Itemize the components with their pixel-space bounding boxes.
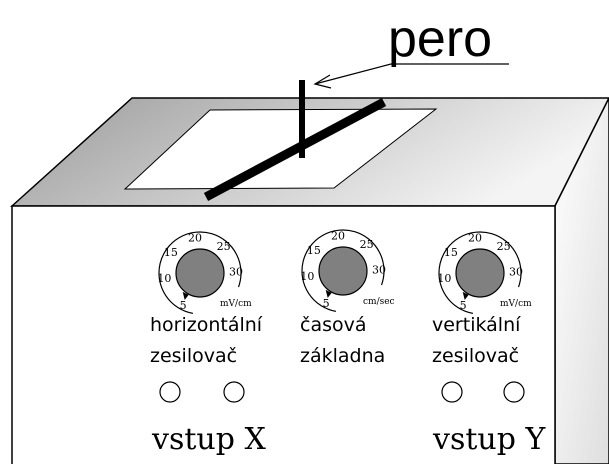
dial-tick-label: 5: [180, 299, 187, 312]
knob-pointer-icon: [462, 291, 469, 300]
control-label-line-2: základna: [300, 345, 385, 367]
dial-tick-label: 30: [229, 266, 243, 279]
pen-arm: [203, 98, 387, 201]
knob-3: 5 10 15 20 25 30 mV/cm vertikální zesilovač: [432, 231, 532, 367]
input-y-label: vstup Y: [432, 422, 546, 457]
pen-label-leader-arrow-shaft: [314, 63, 392, 85]
control-label-line-1: vertikální: [432, 314, 521, 336]
dial-tick-label: 20: [331, 229, 345, 242]
control-label-line-2: zesilovač: [150, 345, 237, 367]
dial-tick-label: 5: [460, 299, 467, 312]
dial-tick-label: 15: [444, 246, 458, 259]
knob-dial[interactable]: [455, 248, 505, 298]
dial-tick-label: 10: [300, 270, 314, 283]
input-y-jack-2[interactable]: [503, 381, 525, 403]
dial-tick-label: 25: [497, 240, 511, 253]
paper-sheet: [123, 108, 438, 190]
control-knobs: 5 10 15 20 25 30 mV/cm horizontální zesilovač 5 10…: [150, 229, 532, 367]
dial-scale-arc: [438, 231, 522, 314]
arrow-head-icon: [313, 74, 332, 89]
pen-label: pero: [388, 10, 492, 68]
front-panel: [11, 205, 556, 464]
control-label-line-2: zesilovač: [432, 345, 519, 367]
dial-tick-label: 20: [188, 231, 202, 244]
dial-tick-label: 10: [157, 272, 171, 285]
control-label-line-1: časová: [300, 314, 367, 336]
dial-tick-label: 30: [509, 266, 523, 279]
dial-tick-label: 15: [307, 244, 321, 257]
knob-pointer-icon: [182, 291, 189, 300]
knob-2: 5 10 15 20 25 30 cm/sec časová základna: [300, 229, 395, 367]
input-x-jack-1[interactable]: [159, 381, 181, 403]
input-x-label: vstup X: [151, 422, 266, 457]
dial-tick-label: 10: [437, 272, 451, 285]
input-y-jack-1[interactable]: [441, 381, 463, 403]
dial-unit-label: cm/sec: [363, 297, 395, 307]
dial-tick-label: 25: [217, 240, 231, 253]
knob-1: 5 10 15 20 25 30 mV/cm horizontální zesilovač: [150, 231, 263, 367]
control-label-line-1: horizontální: [150, 314, 263, 336]
knob-pointer-icon: [325, 289, 332, 298]
knob-dial[interactable]: [175, 248, 225, 298]
dial-tick-label: 5: [323, 297, 330, 310]
dial-unit-label: mV/cm: [500, 299, 532, 309]
dial-unit-label: mV/cm: [220, 299, 252, 309]
dial-tick-label: 20: [468, 231, 482, 244]
knob-dial[interactable]: [318, 246, 368, 296]
dial-tick-label: 30: [372, 264, 386, 277]
input-x-jack-2[interactable]: [223, 381, 245, 403]
dial-scale-arc: [158, 231, 242, 314]
dial-tick-label: 15: [164, 246, 178, 259]
dial-scale-arc: [301, 229, 385, 312]
dial-tick-label: 25: [360, 238, 374, 251]
